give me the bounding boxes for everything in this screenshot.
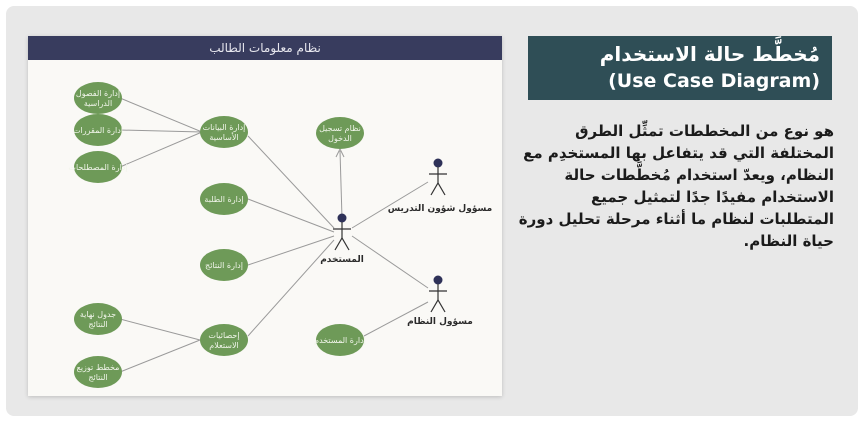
heading-english: (Use Case Diagram) [608,70,820,92]
association-line [119,339,201,373]
use-case-label: إدارة النتائج [205,261,243,271]
use-case-label: جدول نهاية [80,310,116,319]
association-line [119,97,203,133]
description-paragraph: هو نوع من المخططات تمثِّل الطرق المختلفة… [518,122,834,250]
actor-label: مسؤول النظام [407,317,473,327]
actor-head-icon [433,275,443,285]
use-case-label: الأساسية [209,132,238,142]
use-case-ellipse [74,82,122,114]
use-case-label: إدارة المصطلحات [68,163,127,173]
use-case-ellipse [74,356,122,388]
association-line [351,181,429,229]
use-case-label: النتائج [88,373,107,382]
use-case-ellipse [200,183,248,215]
actor-admin-figure: مسؤول النظام [407,275,473,327]
use-case-label: إدارة الطلبة [204,195,243,205]
heading-arabic: مُخطَّط حالة الاستخدام [599,42,820,66]
association-line [247,198,335,233]
association-line [247,235,335,266]
use-case-label: مخطط توزيع [77,363,120,372]
use-case-ellipse [316,117,364,149]
use-case-courses: إدارة المقررات [73,114,123,146]
association-line [119,318,201,341]
use-case-label: الدخول [328,134,352,143]
association-line [119,131,203,168]
section-heading: مُخطَّط حالة الاستخدام (Use Case Diagram… [528,36,832,100]
use-case-terms: إدارة المصطلحات [68,151,128,183]
use-case-label: الدراسية [84,99,112,108]
use-case-ellipse [74,151,122,183]
actor-teaching-figure: مسؤول شؤون التدريس [388,158,492,214]
use-case-results: إدارة النتائج [200,249,248,281]
use-case-label: النتائج [88,320,107,329]
association-line [247,239,335,337]
use-case-label: إدارة الفصول [76,89,120,99]
actor-legs [430,181,446,196]
actor-legs [430,298,446,313]
actor-head-icon [337,213,347,223]
use-case-label: الاستعلام [209,341,239,350]
use-case-ellipse [74,303,122,335]
association-line [351,235,429,289]
actor-label: مسؤول شؤون التدريس [388,204,492,214]
actor-legs [334,236,350,251]
use-case-label: إدارة البيانات [203,123,246,133]
use-case-students: إدارة الطلبة [200,183,248,215]
actor-user-figure: المستخدم [320,213,364,265]
use-case-users: إدارة المستخدم [314,324,366,356]
use-case-label: إدارة المقررات [73,126,123,136]
use-case-ellipse [200,324,248,356]
use-case-label: نظام تسجيل [319,124,361,133]
actor-label: المستخدم [320,255,364,265]
use-case-ellipse [74,114,122,146]
actor-head-icon [433,158,443,168]
use-case-ellipse [316,324,364,356]
use-case-label: إدارة المستخدم [314,336,366,346]
use-case-ellipse [200,116,248,148]
include-arrow [339,150,343,219]
diagram-title: نظام معلومات الطالب [28,36,502,60]
association-line [247,135,335,229]
association-line [119,129,203,133]
use-case-label: إحصائيات [208,331,239,341]
use-case-ellipse [200,249,248,281]
association-line [363,301,429,337]
